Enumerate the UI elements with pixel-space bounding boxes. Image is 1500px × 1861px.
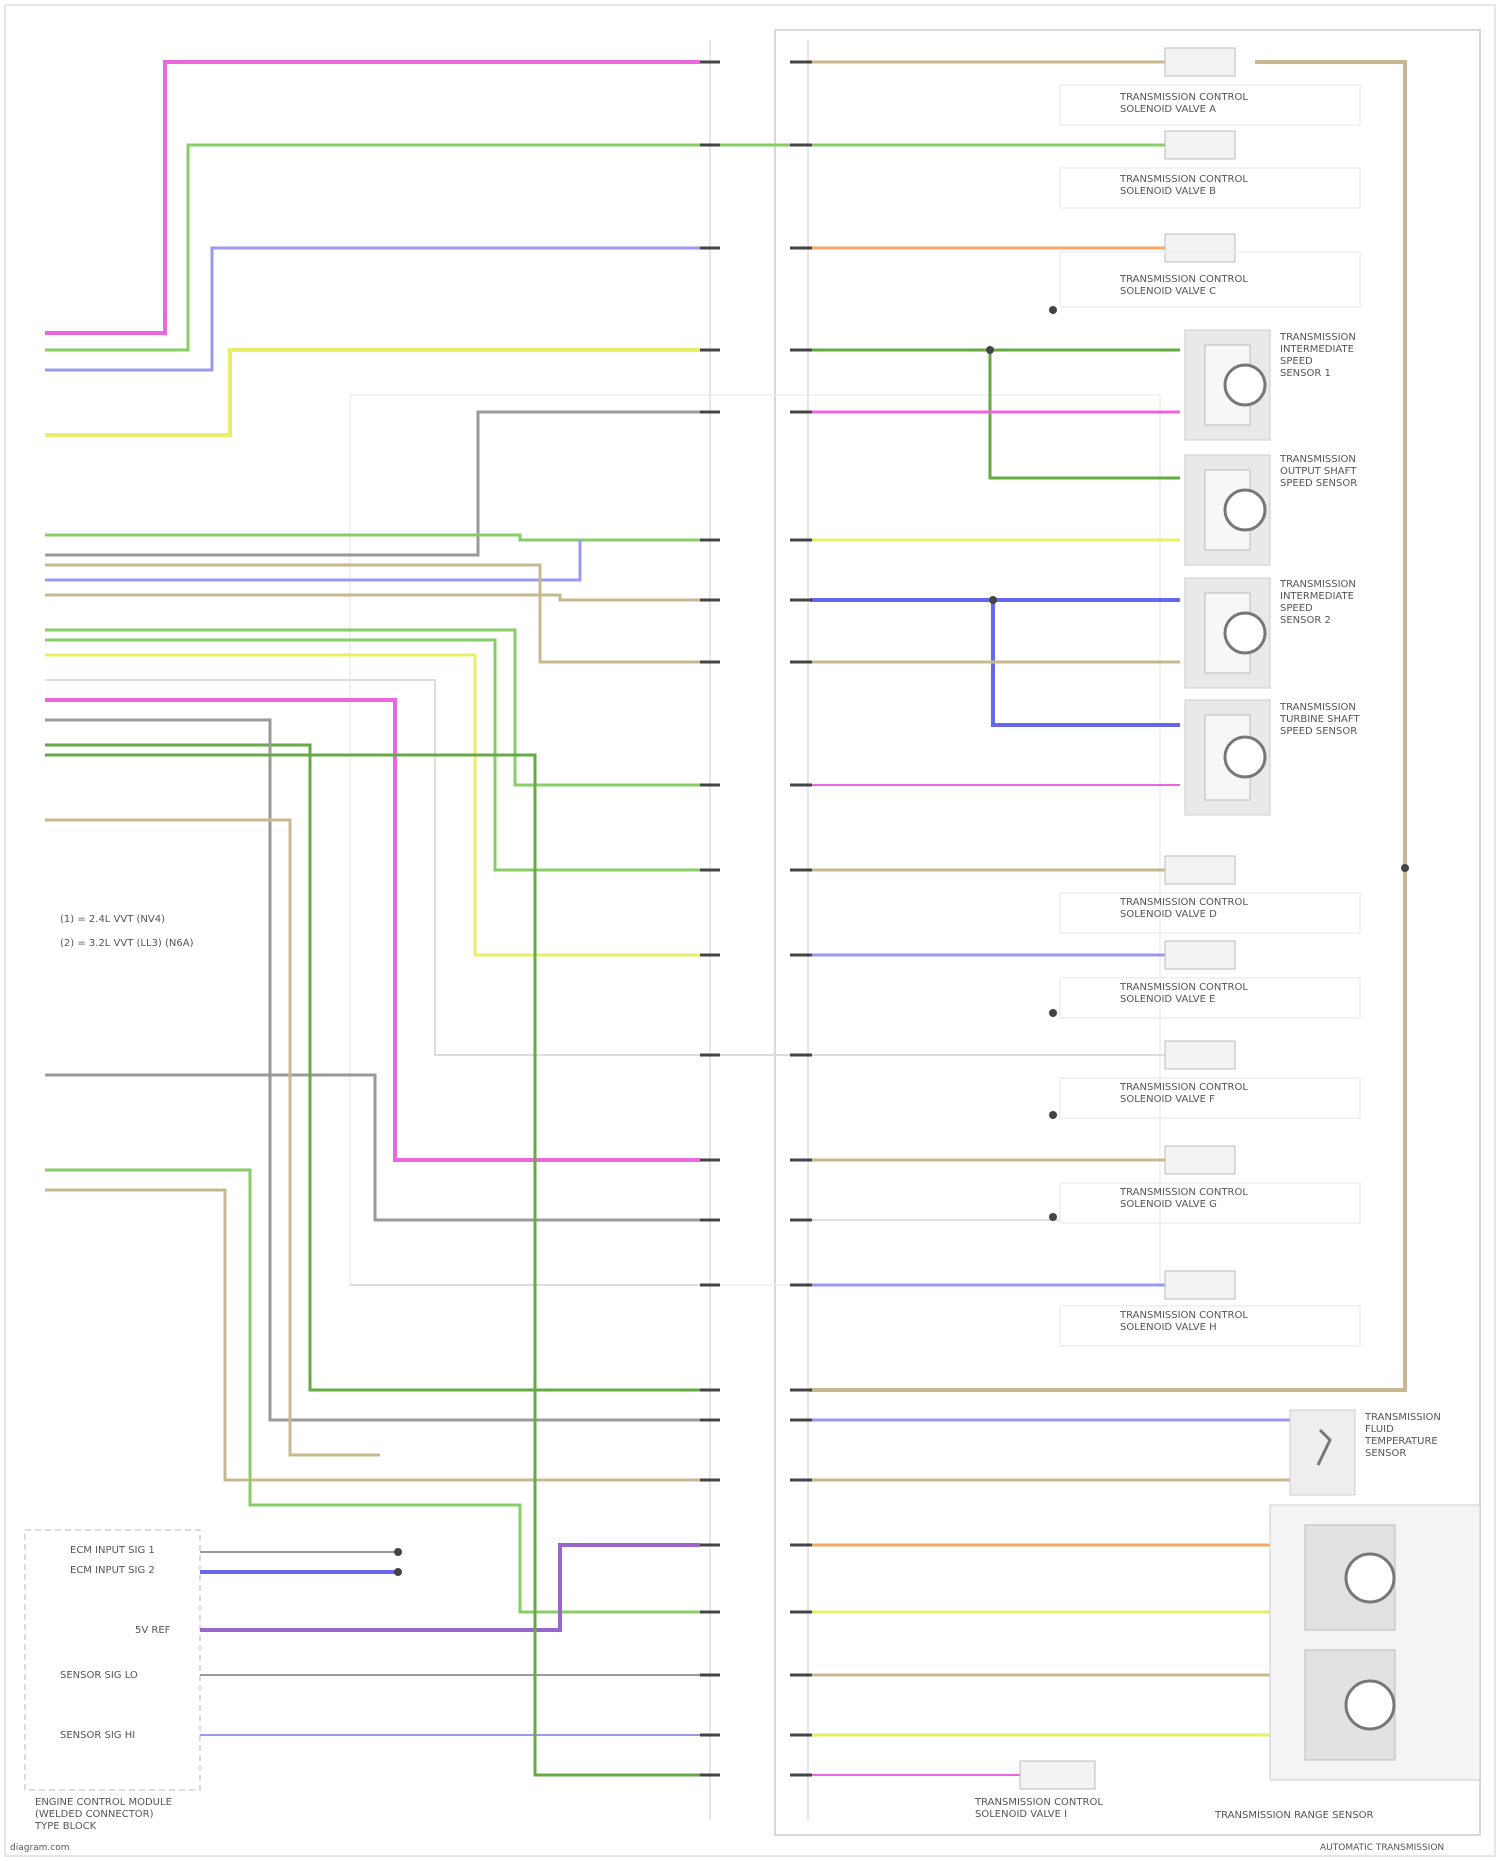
splice-dot	[1049, 306, 1057, 314]
component-label: SOLENOID VALVE E	[1120, 994, 1215, 1005]
component-label: SOLENOID VALVE C	[1120, 286, 1216, 297]
component-label: SOLENOID VALVE I	[975, 1809, 1067, 1820]
wire-purple-trs-2	[200, 1545, 700, 1630]
pin-legend-1: (1) = 2.4L VVT (NV4)	[60, 914, 165, 925]
footer-right: AUTOMATIC TRANSMISSION	[1320, 1843, 1444, 1853]
wire-pink-ssg	[45, 700, 700, 1160]
component-label: TYPE BLOCK	[34, 1821, 97, 1832]
sensor-tft	[1290, 1410, 1355, 1495]
component-label: TRANSMISSION CONTROL	[1119, 1310, 1248, 1321]
wire-green-tss-lo	[45, 630, 700, 785]
component-label: TRANSMISSION	[1279, 454, 1356, 465]
sensor-iss2	[1185, 578, 1270, 688]
component-label: FLUID	[1365, 1424, 1394, 1435]
solenoid-ssc	[1165, 234, 1235, 262]
splice-dot	[989, 596, 997, 604]
component-label: TRANSMISSION CONTROL	[1119, 897, 1248, 908]
component-label: SOLENOID VALVE B	[1120, 186, 1216, 197]
pin-legend-2: (2) = 3.2L VVT (LL3) (N6A)	[60, 938, 194, 949]
component-label: TRANSMISSION	[1364, 1412, 1441, 1423]
ecm-pin-label: SENSOR SIG LO	[60, 1670, 138, 1681]
component-label: SOLENOID VALVE D	[1120, 909, 1217, 920]
component-label: INTERMEDIATE	[1280, 344, 1354, 355]
wire-lavender-oss	[45, 540, 580, 580]
solenoid-ssf	[1165, 1041, 1235, 1069]
component-label: TRANSMISSION	[1279, 332, 1356, 343]
component-label: SOLENOID VALVE F	[1120, 1094, 1215, 1105]
component-label: (WELDED CONNECTOR)	[35, 1809, 154, 1820]
solenoid-ssb	[1165, 131, 1235, 159]
solenoid-tcc	[1020, 1761, 1095, 1789]
component-label: TRANSMISSION CONTROL	[1119, 1082, 1248, 1093]
inner-boundary	[350, 395, 1160, 1285]
component-label: SENSOR 2	[1280, 615, 1331, 626]
solenoid-sse	[1165, 941, 1235, 969]
component-label: INTERMEDIATE	[1280, 591, 1354, 602]
component-label: TRANSMISSION CONTROL	[1119, 274, 1248, 285]
arrow-dot	[394, 1548, 402, 1556]
component-label: TRANSMISSION CONTROL	[1119, 982, 1248, 993]
component-label: ENGINE CONTROL MODULE	[35, 1797, 172, 1808]
component-label: TRANSMISSION CONTROL	[974, 1797, 1103, 1808]
wire-green-oss-sig	[45, 535, 700, 540]
solenoid-ssa	[1165, 48, 1235, 76]
component-label: SPEED	[1280, 356, 1313, 367]
sensor-iss1	[1185, 330, 1270, 440]
component-label: SOLENOID VALVE H	[1120, 1322, 1217, 1333]
wire-green-oss	[990, 350, 1180, 478]
ecm-pin-label: 5V REF	[135, 1625, 171, 1636]
component-label: TRANSMISSION CONTROL	[1119, 174, 1248, 185]
component-label: TRANSMISSION CONTROL	[1119, 1187, 1248, 1198]
component-label: TRANSMISSION CONTROL	[1119, 92, 1248, 103]
solenoid-ssd	[1165, 856, 1235, 884]
component-label: OUTPUT SHAFT	[1280, 466, 1357, 477]
wire-tan-tft-lo	[45, 1190, 700, 1480]
wire-pink-ssa	[45, 62, 700, 333]
component-label: SPEED SENSOR	[1280, 726, 1357, 737]
component-label: SOLENOID VALVE G	[1120, 1199, 1217, 1210]
sensor-trs	[1270, 1505, 1480, 1780]
component-label: SENSOR	[1365, 1448, 1406, 1459]
component-label: TRANSMISSION	[1279, 579, 1356, 590]
arrow-dot	[394, 1568, 402, 1576]
component-label: TURBINE SHAFT	[1279, 714, 1360, 725]
ecm-pin-label: ECM INPUT SIG 1	[70, 1545, 155, 1556]
wire-tan-iss2	[45, 595, 700, 600]
component-label: TRANSMISSION RANGE SENSOR	[1214, 1810, 1374, 1821]
ecm-pin-label: SENSOR SIG HI	[60, 1730, 135, 1741]
solenoid-ssh	[1165, 1271, 1235, 1299]
wire-gray-row14	[45, 1075, 700, 1220]
component-label: TRANSMISSION	[1279, 702, 1356, 713]
wire-gray-row17	[45, 720, 700, 1420]
connector-tick-group	[700, 62, 812, 1775]
splice-dot	[986, 346, 994, 354]
wire-green-tcc	[45, 755, 700, 1775]
solenoid-ssg	[1165, 1146, 1235, 1174]
footer-left: diagram.com	[10, 1843, 70, 1853]
splice-dot	[1401, 864, 1409, 872]
wire-gray-ssf	[45, 680, 1175, 1055]
component-label: SENSOR 1	[1280, 368, 1331, 379]
ecm-pin-label: ECM INPUT SIG 2	[70, 1565, 155, 1576]
component-label: SPEED SENSOR	[1280, 478, 1357, 489]
splice-dot	[1049, 1213, 1057, 1221]
wire-green-row16	[45, 745, 700, 1390]
splice-dot	[1049, 1111, 1057, 1119]
sensor-oss	[1185, 455, 1270, 565]
sensor-tss	[1185, 700, 1270, 815]
splice-dot	[1049, 1009, 1057, 1017]
wire-yellow-iss1	[45, 350, 700, 435]
component-label: SPEED	[1280, 603, 1313, 614]
component-label: SOLENOID VALVE A	[1120, 104, 1216, 115]
component-label: TEMPERATURE	[1364, 1436, 1438, 1447]
